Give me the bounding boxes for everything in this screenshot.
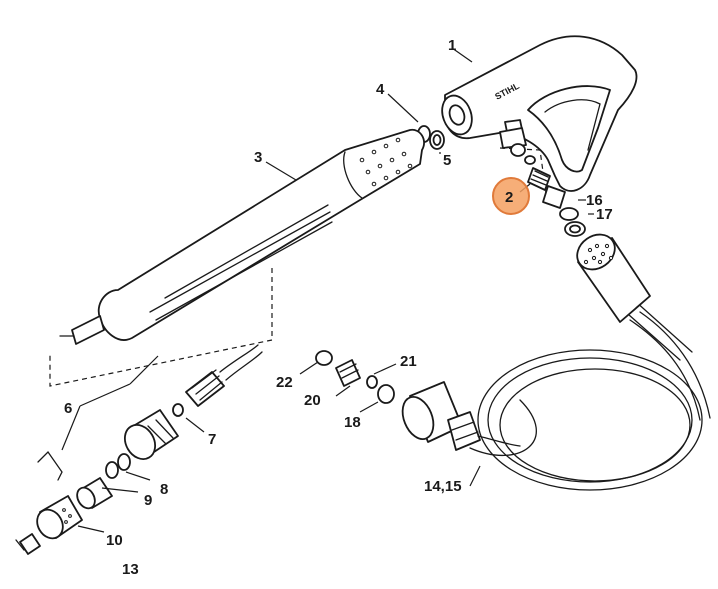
o-ring-22	[315, 350, 333, 366]
spray-gun-body: STIHL	[441, 35, 638, 192]
leader-lines	[61, 47, 594, 533]
label-part-22: 22	[276, 374, 293, 391]
o-ring-18	[377, 384, 395, 404]
label-part-2: 2	[505, 189, 513, 206]
nozzle-tip	[36, 495, 83, 540]
label-part-3: 3	[254, 149, 262, 166]
o-ring-8	[117, 453, 131, 471]
hose-coil	[469, 311, 711, 491]
label-part-7: 7	[208, 431, 216, 448]
label-part-18: 18	[344, 414, 361, 431]
label-part-17: 17	[596, 206, 613, 223]
o-ring-16	[559, 207, 579, 221]
nozzle-body	[76, 477, 113, 510]
highlight-marker	[492, 177, 530, 215]
label-part-14-15: 14,15	[424, 478, 462, 495]
label-part-1: 1	[448, 37, 456, 54]
retaining-clip	[37, 450, 63, 481]
label-part-5: 5	[443, 152, 451, 169]
spray-lance	[59, 128, 425, 345]
label-part-16: 16	[586, 192, 603, 209]
o-ring-21	[366, 375, 378, 389]
adapter-fitting	[315, 350, 395, 404]
nozzle-cap	[124, 409, 179, 460]
label-part-6: 6	[64, 400, 72, 417]
label-part-20: 20	[304, 392, 321, 409]
label-part-10: 10	[106, 532, 123, 549]
nozzle-insert	[19, 533, 41, 555]
hose-fitting-top	[576, 233, 651, 323]
label-part-4: 4	[376, 81, 385, 98]
o-ring-7	[172, 403, 184, 417]
lance-alignment-guide	[49, 268, 273, 387]
hose-end-coupling	[401, 381, 521, 451]
label-part-21: 21	[400, 353, 417, 370]
label-part-13: 13	[122, 561, 139, 578]
o-ring-9	[105, 461, 119, 479]
nozzle-connector	[172, 344, 263, 417]
label-part-8: 8	[160, 481, 168, 498]
label-part-9: 9	[144, 492, 152, 509]
valve-assembly-parts	[499, 143, 566, 209]
